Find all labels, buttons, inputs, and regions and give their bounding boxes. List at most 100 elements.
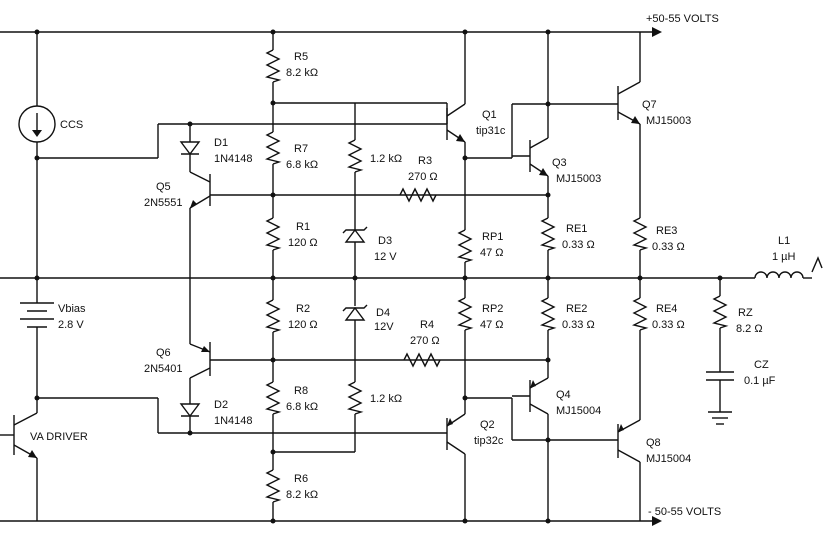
d1-ref: D1 [214,137,228,149]
resistor-re1 [539,217,557,251]
r1-value: 120 Ω [288,237,318,249]
q2-ref: Q2 [480,419,495,431]
re4-value: 0.33 Ω [652,319,685,331]
d2-value: 1N4148 [214,415,253,427]
re4-ref: RE4 [656,303,677,315]
r7-ref: R7 [294,143,308,155]
r8-value: 6.8 kΩ [286,401,318,413]
transistor-q6 [189,342,548,398]
negative-rail [0,516,662,526]
resistor-r7 [264,131,282,165]
q2-value: tip32c [474,435,504,447]
q8-ref: Q8 [646,437,661,449]
transistor-q1 [446,32,466,230]
zener-d4 [342,304,368,321]
negative-rail-label: - 50-55 VOLTS [648,506,721,518]
resistor-r3 [399,187,437,203]
resistor-r8 [264,381,282,415]
r4-value: 270 Ω [410,335,440,347]
rp1-ref: RP1 [482,231,503,243]
d4-ref: D4 [376,307,390,319]
l1-value: 1 µH [772,251,796,263]
rp2-value: 47 Ω [480,319,504,331]
resistor-r6 [264,469,282,503]
resistor-re4 [631,297,649,331]
q7-value: MJ15003 [646,115,691,127]
q1-ref: Q1 [482,109,497,121]
zobel-network [706,278,734,425]
resistor-rp2 [456,297,474,331]
re3-value: 0.33 Ω [652,241,685,253]
d2-ref: D2 [214,399,228,411]
r1-ref: R1 [296,221,310,233]
transistor-q5 [189,171,548,344]
positive-rail-label: +50-55 VOLTS [646,13,719,25]
q6-value: 2N5401 [144,363,183,375]
q1-value: tip31c [476,125,506,137]
d3-value: 12 V [374,251,397,263]
q3-ref: Q3 [552,157,567,169]
va-driver-transistor [0,412,38,521]
r2-value: 120 Ω [288,319,318,331]
positive-rail [0,27,662,37]
r5-value: 8.2 kΩ [286,67,318,79]
r-bottom-value: 1.2 kΩ [370,393,402,405]
resistor-r2 [264,299,282,333]
transistor-q2 [446,330,466,521]
rp2-ref: RP2 [482,303,503,315]
r6-value: 8.2 kΩ [286,489,318,501]
d3-ref: D3 [378,235,392,247]
resistor-1k2-top [346,139,364,173]
resistor-r4 [403,352,441,368]
va-driver-label: VA DRIVER [30,431,88,443]
r2-ref: R2 [296,303,310,315]
zener-d3 [342,226,368,243]
resistor-r5 [264,49,282,83]
q4-value: MJ15004 [556,405,601,417]
junction-dots [34,29,723,524]
r8-ref: R8 [294,385,308,397]
re2-ref: RE2 [566,303,587,315]
re1-value: 0.33 Ω [562,239,595,251]
r3-ref: R3 [418,155,432,167]
q3-value: MJ15003 [556,173,601,185]
re1-ref: RE1 [566,223,587,235]
cz-value: 0.1 µF [744,375,776,387]
r6-ref: R6 [294,473,308,485]
d4-value: 12V [374,321,394,333]
r-top-value: 1.2 kΩ [370,153,402,165]
r7-value: 6.8 kΩ [286,159,318,171]
transistor-q4 [465,330,549,521]
ccs-current-source [18,32,447,159]
r4-ref: R4 [420,319,434,331]
resistor-re2 [539,297,557,331]
resistor-re3 [631,217,649,251]
rz-value: 8.2 Ω [736,323,763,335]
resistor-chain-wires [272,32,448,521]
cz-ref: CZ [754,359,769,371]
l1-ref: L1 [778,235,790,247]
vbias-name: Vbias [58,303,86,315]
q6-ref: Q6 [156,347,171,359]
rz-ref: RZ [738,307,753,319]
r3-value: 270 Ω [408,171,438,183]
vbias-value: 2.8 V [58,319,84,331]
ccs-label: CCS [60,119,83,131]
d1-value: 1N4148 [214,153,253,165]
re3-ref: RE3 [656,225,677,237]
vbias-source [20,158,54,413]
diode-d2 [179,398,201,433]
rp1-value: 47 Ω [480,247,504,259]
re2-value: 0.33 Ω [562,319,595,331]
resistor-1k2-bottom [346,381,364,415]
q8-value: MJ15004 [646,453,691,465]
q7-ref: Q7 [642,99,657,111]
transistor-q7 [548,32,641,218]
q4-ref: Q4 [556,389,571,401]
transistor-q3 [465,32,549,218]
r5-ref: R5 [294,51,308,63]
inductor-l1 [754,271,804,279]
diode-d1 [179,124,201,172]
q5-ref: Q5 [156,181,171,193]
